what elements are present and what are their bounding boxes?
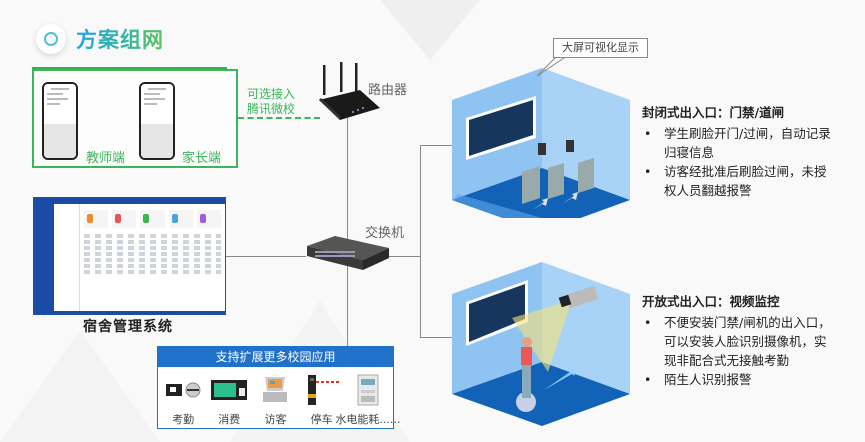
app-label: 考勤 — [172, 413, 195, 426]
app-label: 访客 — [264, 413, 287, 426]
closed-entrance-title: 封闭式出入口：门禁/道闸 — [642, 105, 785, 120]
app-label: 停车 — [310, 413, 333, 426]
closed-entrance-room-illustration — [452, 68, 630, 218]
open-entrance-room-illustration — [452, 262, 630, 426]
router-icon — [319, 62, 380, 120]
connector-line — [420, 145, 455, 146]
mobile-clients-box: 教师端 家长端 — [32, 69, 238, 168]
open-entrance-bullet: 不便安装门禁/闸机的出入口，可以安装人脸识别摄像机，实现非配合式无接触考勤 — [642, 313, 832, 370]
dorm-management-dashboard-thumbnail — [33, 197, 226, 315]
open-entrance-section: 开放式出入口：视频监控 不便安装门禁/闸机的出入口，可以安装人脸识别摄像机，实现… — [642, 292, 832, 389]
open-entrance-title: 开放式出入口：视频监控 — [642, 294, 780, 309]
app-parking: 停车 — [299, 367, 345, 427]
closed-entrance-section: 封闭式出入口：门禁/道闸 学生刷脸开门/过闸，自动记录归寝信息 访客经批准后刷脸… — [642, 103, 832, 200]
campus-apps-box: 支持扩展更多校园应用 考勤 消费 访客 停车 — [157, 346, 400, 429]
connector-line — [420, 337, 455, 338]
optional-integration-label: 可选接入 腾讯微校 — [245, 87, 297, 117]
teacher-phone-icon — [42, 82, 78, 160]
app-label: 水电能耗...... — [335, 413, 401, 426]
big-screen-callout: 大屏可视化显示 — [553, 38, 648, 58]
app-consumption: 消费 — [206, 367, 252, 427]
connector-line — [388, 256, 421, 257]
pos-terminal-icon — [209, 373, 249, 407]
parent-client-label: 家长端 — [182, 151, 222, 166]
connector-line — [420, 145, 421, 338]
app-attendance: 考勤 — [160, 367, 206, 427]
app-label: 消费 — [218, 413, 241, 426]
teacher-client-label: 教师端 — [86, 151, 126, 166]
title-circle-icon — [36, 24, 66, 54]
parking-barrier-icon — [302, 373, 342, 407]
network-switch-icon — [307, 236, 389, 270]
closed-entrance-bullet: 访客经批准后刷脸过闸，未授权人员翻越报警 — [642, 162, 832, 200]
title-underline — [32, 67, 227, 69]
electric-meter-icon — [348, 373, 388, 407]
switch-label: 交换机 — [365, 226, 405, 241]
card-reader-icon — [163, 373, 203, 407]
page-title: 方案组网 — [76, 24, 164, 54]
router-label: 路由器 — [368, 83, 408, 98]
connector-line — [347, 118, 348, 346]
dorm-management-label: 宿舍管理系统 — [83, 319, 173, 335]
connector-line — [226, 256, 306, 257]
closed-entrance-bullet: 学生刷脸开门/过闸，自动记录归寝信息 — [642, 124, 832, 162]
visitor-kiosk-icon — [255, 373, 295, 407]
app-visitor: 访客 — [252, 367, 298, 427]
dashed-connector — [238, 117, 320, 119]
open-entrance-bullet: 陌生人识别报警 — [642, 370, 832, 389]
background-shape — [0, 330, 160, 442]
callout-pointer — [536, 56, 568, 77]
app-utilities: 水电能耗...... — [335, 367, 400, 427]
optional-label-line2: 腾讯微校 — [246, 102, 295, 116]
optional-label-line1: 可选接入 — [246, 87, 295, 101]
parent-phone-icon — [139, 82, 175, 160]
campus-apps-header: 支持扩展更多校园应用 — [158, 347, 393, 367]
background-shape — [380, 0, 480, 60]
